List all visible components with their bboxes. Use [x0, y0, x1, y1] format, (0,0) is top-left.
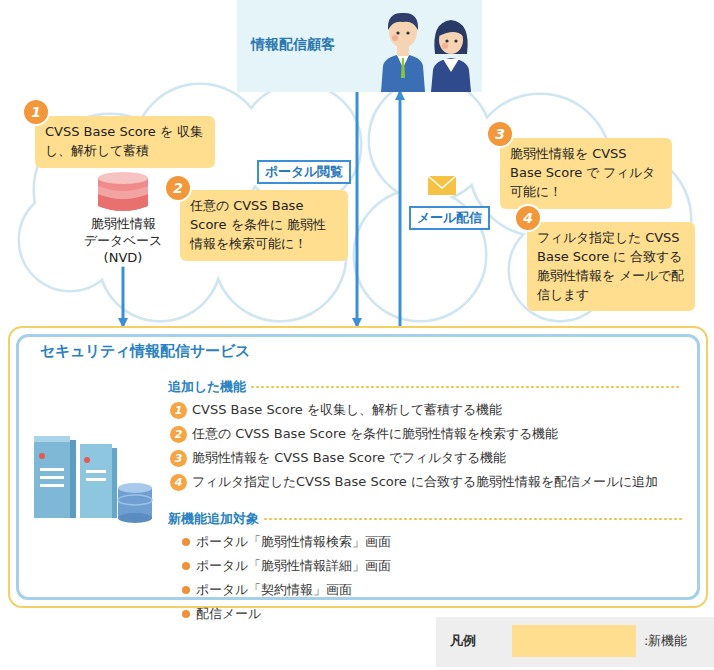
feature-callout: CVSS Base Score を 収集し、解析して蓄積: [35, 116, 215, 168]
legend-swatch: [512, 625, 636, 657]
client-box: 情報配信顧客: [237, 0, 482, 92]
flow-arrow: [399, 92, 402, 326]
edge-label: ポータル閲覧: [257, 160, 351, 184]
dotted-rule: [265, 518, 682, 520]
flow-arrow: [122, 267, 125, 326]
callout-number: 1: [24, 100, 48, 124]
heading-row: 追加した機能: [40, 376, 696, 398]
feature-item: 脆弱性情報を CVSS Base Score でフィルタする機能: [192, 446, 696, 470]
feature-item: 任意の CVSS Base Score を条件に脆弱性情報を検索する機能: [192, 422, 696, 446]
service-box: セキュリティ情報配信サービス追加した機能CVSS Base Score を収集し…: [8, 326, 708, 608]
target-item: ポータル「契約情報」画面: [182, 578, 447, 602]
list-number: 3: [170, 450, 187, 467]
callout-text: CVSS Base Score を 収集し、解析して蓄積: [45, 123, 205, 161]
target-item: ポータル「脆弱性情報詳細」画面: [182, 554, 447, 578]
legend-title: 凡例: [450, 632, 476, 650]
feature-callout: フィルタ指定した CVSS Base Score に 合致する脆弱性情報を メー…: [527, 222, 695, 311]
database-cylinder: [96, 170, 150, 214]
callout-text: フィルタ指定した CVSS Base Score に 合致する脆弱性情報を メー…: [537, 229, 685, 304]
list-number: 2: [170, 426, 187, 443]
feature-item: CVSS Base Score を収集し、解析して蓄積する機能: [192, 398, 696, 422]
callout-text: 脆弱性情報を CVSS Base Score で フィルタ可能に！: [510, 145, 662, 202]
client-label: 情報配信顧客: [251, 36, 482, 54]
section-heading: 追加した機能: [168, 376, 246, 398]
callout-number: 2: [166, 176, 190, 200]
flow-arrow: [356, 92, 359, 326]
feature-item: フィルタ指定したCVSS Base Score に合致する脆弱性情報を配信メール…: [192, 470, 696, 494]
feature-callout: 脆弱性情報を CVSS Base Score で フィルタ可能に！: [500, 138, 672, 209]
callout-text: 任意の CVSS Base Score を条件に 脆弱性情報を検索可能に！: [190, 197, 338, 254]
callout-number: 4: [516, 206, 540, 230]
target-item: ポータル「脆弱性情報検索」画面: [182, 530, 447, 554]
server-illustration: [30, 430, 156, 526]
section-heading: 新機能追加対象: [168, 508, 259, 530]
service-title: セキュリティ情報配信サービス: [40, 340, 696, 362]
legend-text: :新機能: [644, 632, 687, 650]
mail-envelope: [428, 176, 456, 195]
people-illustration: [377, 8, 477, 92]
edge-label: メール配信: [409, 206, 490, 230]
list-number: 4: [170, 474, 187, 491]
target-list: ポータル「脆弱性情報検索」画面ポータル「脆弱性情報詳細」画面ポータル「契約情報」…: [182, 530, 696, 626]
callout-number: 3: [488, 122, 512, 146]
list-number: 1: [170, 402, 187, 419]
database-icon: 脆弱性情報 データベース (NVD): [75, 166, 171, 267]
database-label: 脆弱性情報 データベース (NVD): [75, 216, 171, 267]
feature-callout: 任意の CVSS Base Score を条件に 脆弱性情報を検索可能に！: [180, 190, 348, 261]
dotted-rule: [252, 386, 682, 388]
target-item: 配信メール: [182, 602, 447, 626]
